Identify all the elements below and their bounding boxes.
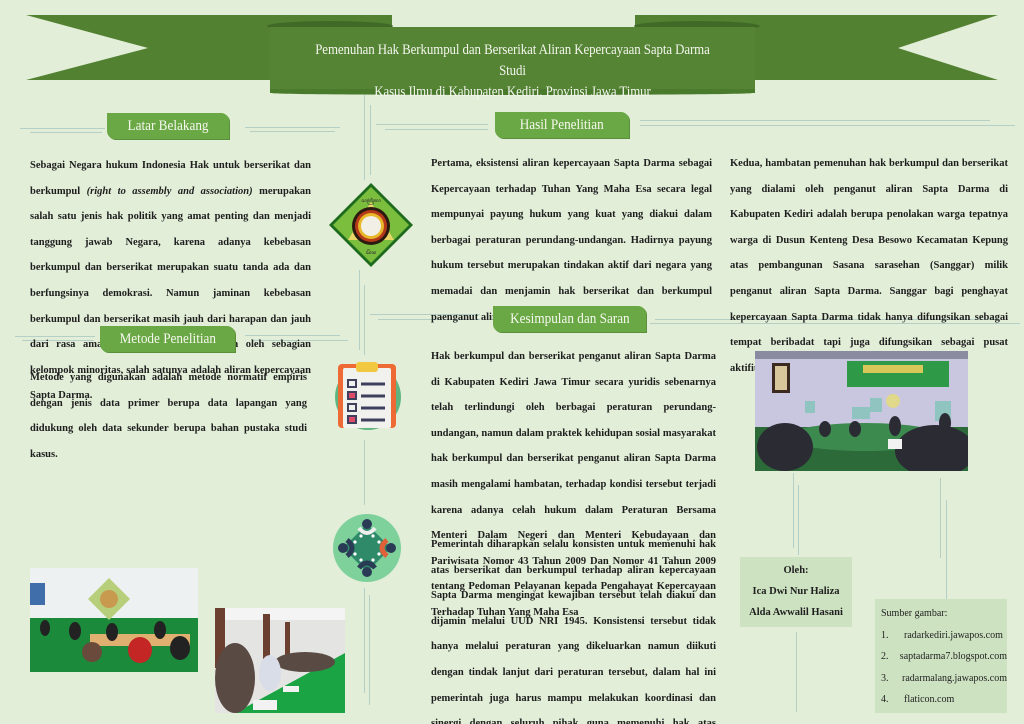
divider-line xyxy=(376,124,488,125)
divider-line xyxy=(796,632,797,712)
source-link: radarmalang.jawapos.com xyxy=(902,672,1007,684)
divider-line xyxy=(798,485,799,555)
metode-penelitian-text: Metode yang digunakan adalah metode norm… xyxy=(30,372,307,460)
divider-line xyxy=(364,440,365,505)
source-link: radarkediri.jawapos.com xyxy=(904,629,1003,641)
section-heading-latar-belakang: Latar Belakang xyxy=(107,113,229,139)
source-link: flaticon.com xyxy=(904,694,955,705)
divider-line xyxy=(15,336,95,337)
divider-line xyxy=(650,323,1020,324)
divider-line xyxy=(245,335,340,336)
kesimpulan-text-1: Hak berkumpul dan berserikat penganut al… xyxy=(431,351,716,618)
title-banner: Pemenuhan Hak Berkumpul dan Berserikat A… xyxy=(0,0,1024,100)
sources-label: Sumber gambar: xyxy=(881,608,948,619)
clipboard-checklist-icon xyxy=(335,362,401,430)
hasil-penelitian-text-1: Pertama, eksistensi aliran kepercayaan S… xyxy=(431,158,712,323)
photo-community-meeting xyxy=(215,608,345,713)
svg-text:ꦱꦠꦿꦶꦪ: ꦱꦠꦿꦶꦪ xyxy=(361,197,381,205)
hasil-penelitian-text-2: Kedua, hambatan pemenuhan hak berkumpul … xyxy=(730,158,1008,374)
meeting-icon xyxy=(333,514,401,582)
sapta-darma-logo: ꦱꦠꦿꦶꦪ ꦱꦼꦤ xyxy=(328,182,414,268)
source-item: 4. flaticon.com xyxy=(881,689,1007,711)
poster-title: Pemenuhan Hak Berkumpul dan Berserikat A… xyxy=(304,40,721,103)
divider-line xyxy=(793,473,794,548)
photo-sanggar-worship xyxy=(30,568,198,672)
meeting-table-icon xyxy=(333,514,401,582)
photo-sanggar-gathering xyxy=(755,351,968,471)
photo-gathering-image xyxy=(755,351,968,471)
photo-worship-image xyxy=(30,568,198,672)
divider-line xyxy=(940,478,941,558)
author-box: Oleh: Ica Dwi Nur Haliza Alda Awwalil Ha… xyxy=(740,557,852,627)
divider-line xyxy=(364,95,365,180)
source-item: 3. radarmalang.jawapos.com xyxy=(881,668,1007,690)
author-name: Alda Awwalil Hasani xyxy=(749,607,843,618)
divider-line xyxy=(30,132,102,133)
divider-line xyxy=(370,105,371,175)
sapta-darma-diamond-logo-icon: ꦱꦠꦿꦶꦪ ꦱꦼꦤ xyxy=(329,183,413,267)
divider-line xyxy=(22,340,94,341)
divider-line xyxy=(20,128,105,129)
divider-line xyxy=(359,270,360,350)
section-heading-hasil-penelitian: Hasil Penelitian xyxy=(495,112,629,138)
author-name: Ica Dwi Nur Haliza xyxy=(752,586,840,597)
image-sources-box: Sumber gambar: 1. radarkediri.jawapos.co… xyxy=(875,599,1007,713)
divider-line xyxy=(250,131,335,132)
source-item: 2. saptadarma7.blogspot.com xyxy=(881,646,1007,668)
divider-line xyxy=(655,319,1000,320)
source-link: saptadarma7.blogspot.com xyxy=(899,651,1007,662)
checklist-icon xyxy=(333,360,403,430)
photo-meeting-image xyxy=(215,608,345,713)
divider-line xyxy=(245,127,340,128)
divider-line xyxy=(369,595,370,705)
svg-text:ꦱꦼꦤ: ꦱꦼꦤ xyxy=(366,249,376,256)
section-heading-kesimpulan-dan-saran: Kesimpulan dan Saran xyxy=(493,306,646,332)
divider-line xyxy=(640,125,1015,126)
divider-line xyxy=(378,319,480,320)
ribbon-shape xyxy=(26,15,998,95)
divider-line xyxy=(370,314,480,315)
divider-line xyxy=(640,120,990,121)
title-line-1: Pemenuhan Hak Berkumpul dan Berserikat A… xyxy=(315,42,710,79)
title-line-2: Kasus Ilmu di Kabupaten Kediri, Provinsi… xyxy=(374,84,651,100)
source-item: 1. radarkediri.jawapos.com xyxy=(881,625,1007,647)
section-heading-metode-penelitian: Metode Penelitian xyxy=(100,326,235,352)
divider-line xyxy=(252,340,348,341)
divider-line xyxy=(364,285,365,355)
kesimpulan-text-2: Pemerintah diharapkan selalu konsisten u… xyxy=(431,539,716,724)
divider-line xyxy=(364,588,365,693)
divider-line xyxy=(946,500,947,600)
author-label: Oleh: xyxy=(783,565,809,576)
divider-line xyxy=(385,129,488,130)
